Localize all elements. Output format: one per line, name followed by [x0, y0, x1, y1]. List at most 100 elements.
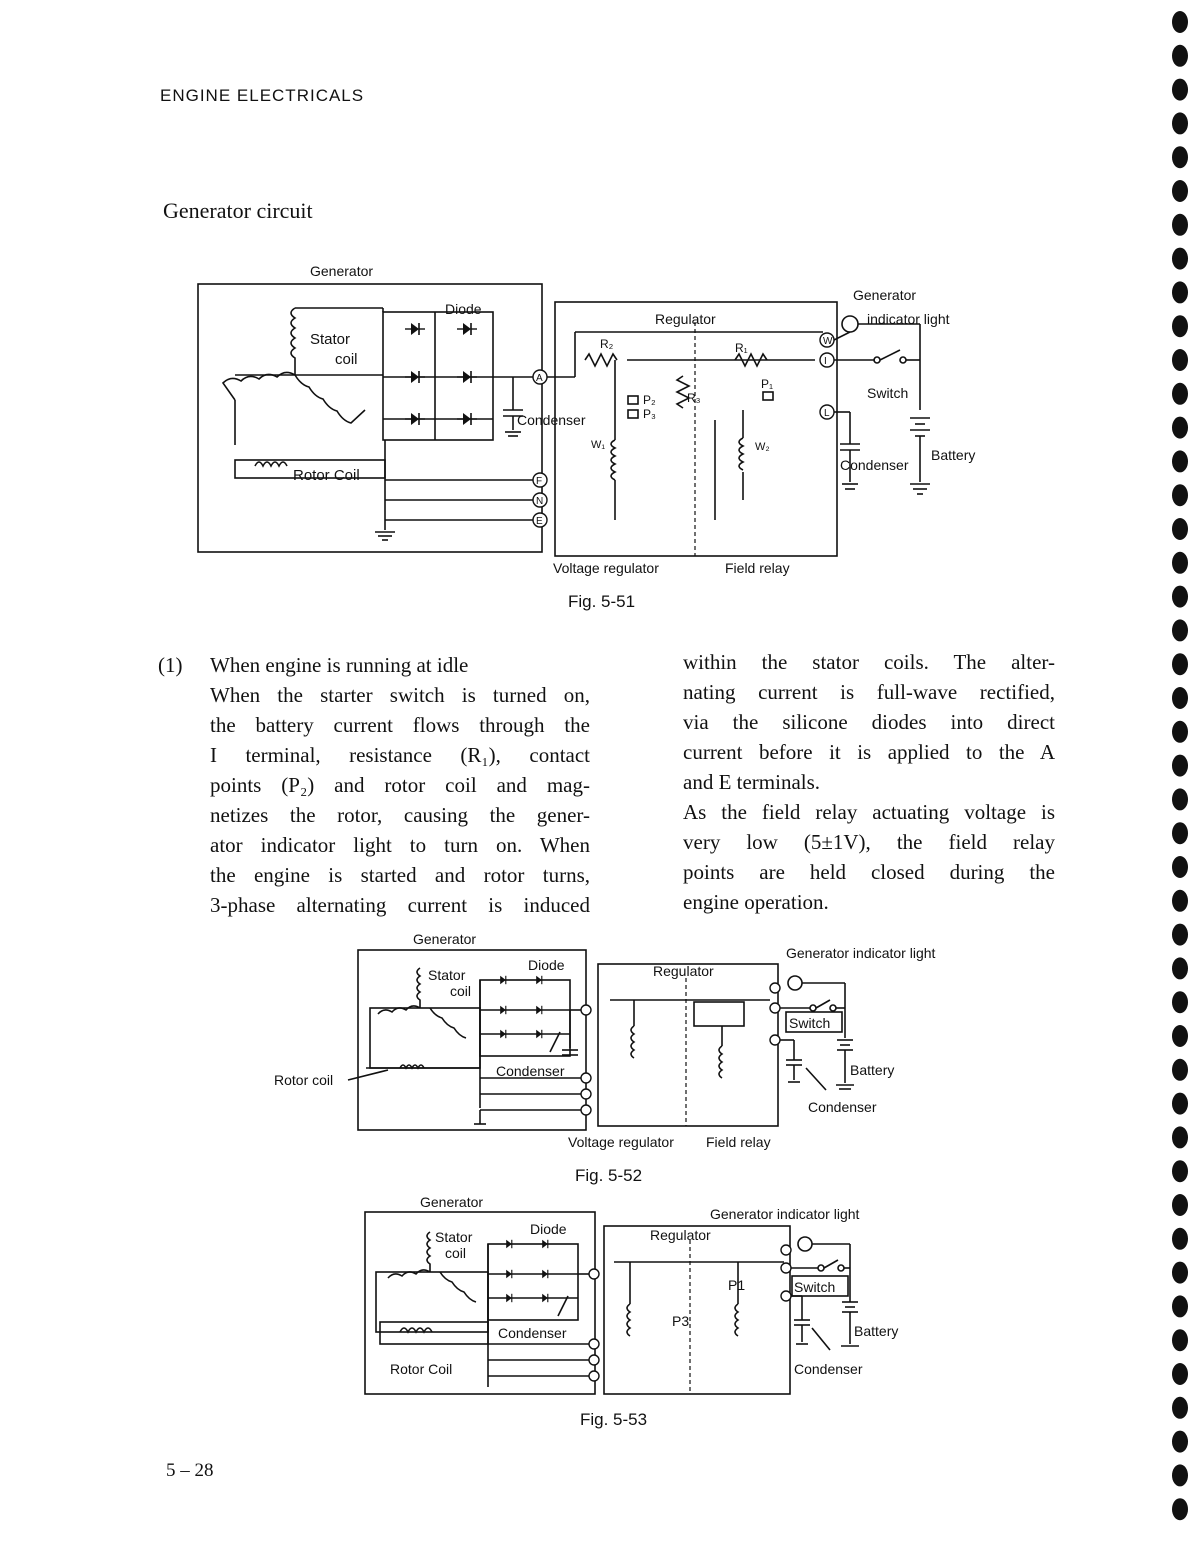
binding-hole — [1172, 551, 1188, 574]
binding-hole — [1172, 1025, 1188, 1047]
binding-hole — [1172, 450, 1188, 473]
rotor-coil-label: Rotor Coil — [390, 1361, 452, 1377]
binding-hole — [1172, 44, 1188, 67]
terminal-i — [769, 1002, 781, 1014]
binding-hole — [1172, 585, 1188, 608]
stator-coil-icon — [416, 967, 422, 1008]
binding-hole — [1172, 619, 1188, 642]
coil-w1-icon — [630, 1025, 636, 1059]
regulator-label: Regulator — [655, 311, 716, 327]
text-line: I terminal, resistance (R₁), contact — [210, 743, 590, 767]
binding-hole — [1172, 1058, 1188, 1081]
terminal-e — [588, 1370, 600, 1382]
binding-hole — [1172, 518, 1188, 540]
figure-5-52-wiring-diagram: Generator Diode Stator coil Rotor coil C… — [274, 931, 936, 1150]
binding-hole — [1172, 1396, 1188, 1419]
page-title: Generator circuit — [163, 198, 313, 223]
battery-label: Battery — [850, 1062, 894, 1078]
stator-label: Stator — [310, 331, 350, 348]
text-line: nating current is full-wave rectified, — [683, 680, 1055, 704]
diode-icon — [532, 975, 546, 985]
text-line: very low (5±1V), the field relay — [683, 830, 1055, 854]
p3-label: P₃ — [643, 407, 656, 421]
diode-label: Diode — [445, 301, 482, 317]
rotor-coil-icon — [399, 1327, 433, 1334]
binding-hole — [1172, 1430, 1188, 1453]
terminal-a — [580, 1004, 592, 1016]
terminal-e — [580, 1104, 592, 1116]
terminal-l-label: L — [824, 408, 830, 419]
binding-hole — [1172, 382, 1188, 405]
binding-hole — [1172, 1160, 1188, 1183]
w2-label: W₂ — [755, 441, 770, 453]
coil-w2-icon — [738, 437, 745, 471]
r2-label: R₂ — [600, 337, 614, 351]
field-relay-label: Field relay — [725, 560, 790, 576]
text-line: via the silicone diodes into direct — [683, 710, 1055, 734]
generator-housing — [357, 949, 587, 1131]
text-line: points are held closed during the — [683, 860, 1055, 884]
voltage-regulator-label: Voltage regulator — [553, 560, 659, 576]
terminal-a-label: A — [536, 373, 543, 384]
text-line: the battery current flows through the — [210, 713, 590, 737]
generator-housing — [197, 283, 543, 553]
rotor-coil-icon — [254, 461, 288, 468]
coil-label: coil — [450, 983, 471, 999]
diode-bridge — [382, 311, 494, 441]
generator-label: Generator — [310, 263, 373, 279]
diode-icon — [496, 1029, 510, 1039]
terminal-w — [780, 1244, 792, 1256]
text-line: netizes the rotor, causing the gener- — [210, 803, 590, 827]
terminal-f-label: F — [536, 476, 542, 487]
stator-coil-icon — [290, 307, 297, 375]
terminal-e-label: E — [536, 516, 543, 527]
condenser-right-label: Condenser — [794, 1361, 863, 1377]
gen-indicator-label-1: Generator — [853, 287, 916, 303]
p3-label: P3 — [672, 1313, 689, 1329]
binding-hole — [1172, 1092, 1188, 1115]
regulator-label: Regulator — [650, 1227, 711, 1243]
diode-icon — [496, 1005, 510, 1015]
battery-label: Battery — [854, 1323, 898, 1339]
text-line: the engine is started and rotor turns, — [210, 863, 590, 887]
binding-hole — [1172, 687, 1188, 709]
binding-hole — [1172, 315, 1188, 338]
diode-bridge — [479, 979, 571, 1057]
binding-hole — [1172, 349, 1188, 371]
condenser-label: Condenser — [517, 412, 586, 428]
binding-hole — [1172, 1194, 1188, 1216]
indicator-light-icon — [841, 315, 859, 333]
rotor-coil-label: Rotor Coil — [293, 467, 360, 484]
binding-hole — [1172, 416, 1188, 439]
stator-label: Stator — [428, 967, 466, 983]
binding-hole — [1172, 484, 1188, 507]
coil-w2-icon — [734, 1303, 740, 1337]
terminal-a — [588, 1268, 600, 1280]
binding-holes — [1172, 11, 1188, 1521]
field-relay-label: Field relay — [706, 1134, 771, 1150]
text-line: within the stator coils. The alter- — [683, 650, 1055, 674]
diode-label: Diode — [528, 957, 565, 973]
terminal-i-label: I — [824, 356, 827, 367]
coil-w1-icon — [626, 1303, 632, 1337]
diode-icon — [538, 1269, 552, 1279]
diode-icon — [496, 975, 510, 985]
diode-bridge — [487, 1243, 579, 1321]
text-line: 3-phase alternating current is induced — [210, 893, 590, 917]
stator-label: Stator — [435, 1229, 473, 1245]
switch-label: Switch — [794, 1279, 835, 1295]
diode-icon — [532, 1029, 546, 1039]
binding-hole — [1172, 889, 1188, 912]
diode-icon — [502, 1293, 516, 1303]
text-line: engine operation. — [683, 890, 829, 914]
terminal-f — [580, 1072, 592, 1084]
condenser-right-label: Condenser — [840, 457, 909, 473]
binding-hole — [1172, 720, 1188, 743]
regulator-box — [597, 963, 779, 1127]
binding-hole — [1172, 1261, 1188, 1284]
condenser-label: Condenser — [498, 1325, 567, 1341]
diode-icon — [502, 1239, 516, 1249]
stator-coil-icon — [426, 1231, 432, 1272]
binding-hole — [1172, 180, 1188, 202]
binding-hole — [1172, 754, 1188, 777]
